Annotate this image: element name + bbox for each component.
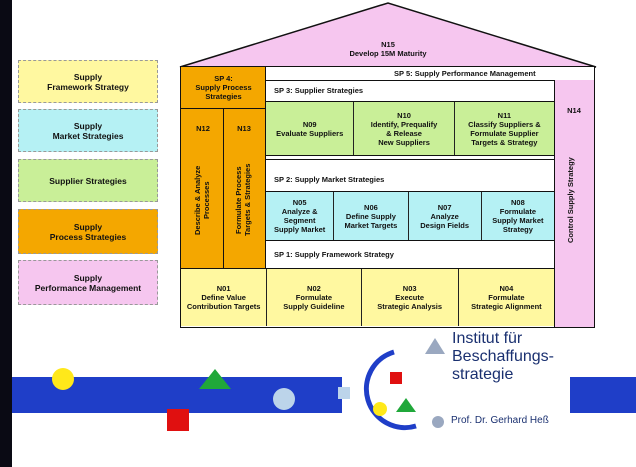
logo-line3: strategie — [452, 366, 514, 383]
legend-supplier: Supplier Strategies — [18, 159, 158, 202]
supplier-cell-n09: N09 Evaluate Suppliers — [266, 102, 355, 155]
framework-cell-n03: N03 Execute Strategic Analysis — [362, 269, 459, 326]
legend-performance: Supply Performance Management — [18, 260, 158, 305]
logo-line2: Beschaffungs- — [452, 348, 554, 365]
logo-line1: Institut für — [452, 330, 523, 347]
red-square-icon — [167, 409, 189, 431]
framework-row: N01 Define Value Contribution Targets N0… — [181, 268, 554, 326]
house-roof — [179, 2, 597, 68]
n14-label: N14 — [567, 106, 581, 115]
framework-cell-n02: N02 Formulate Supply Guideline — [267, 269, 362, 326]
logo-mark-icon — [363, 338, 445, 431]
supplier-row: N09 Evaluate Suppliers N10 Identify, Pre… — [266, 101, 554, 156]
sp5-band: SP 5: Supply Performance Management — [266, 67, 554, 80]
light-blue-square-icon — [338, 387, 350, 399]
sp4-mid-divider — [223, 108, 224, 268]
green-triangle-icon — [199, 369, 231, 389]
supplier-cell-n11: N11 Classify Suppliers & Formulate Suppl… — [468, 110, 541, 147]
sp2-label: SP 2: Supply Market Strategies — [274, 174, 385, 184]
market-cell-n05: N05 Analyze & Segment Supply Market — [266, 192, 335, 240]
market-cell-n08: N08 Formulate Supply Market Strategy — [492, 198, 544, 234]
n13-text: Formulate Process Targets & Strategies — [234, 163, 252, 237]
sp3-label: SP 3: Supplier Strategies — [274, 85, 364, 95]
legend-market: Supply Market Strategies — [18, 109, 158, 152]
blue-band-right — [570, 377, 636, 413]
roof-label: N15 Develop 15M Maturity — [349, 40, 427, 58]
legend-framework: Supply Framework Strategy — [18, 60, 158, 103]
n12-text: Describe & Analyze Processes — [193, 165, 211, 235]
n14-block — [554, 80, 594, 327]
n13-label: N13 — [237, 124, 251, 133]
sp1-band: SP 1: Supply Framework Strategy — [274, 250, 394, 259]
framework-cell-n01: N01 Define Value Contribution Targets — [181, 269, 268, 326]
logo-author: Prof. Dr. Gerhard Heß — [451, 415, 549, 426]
market-cell-n07: N07 Analyze Design Fields — [409, 192, 482, 240]
supplier-cell-n10: N10 Identify, Prequalify & Release New S… — [354, 102, 455, 155]
legend-process: Supply Process Strategies — [18, 209, 158, 254]
yellow-circle-icon — [52, 368, 74, 390]
n12-label: N12 — [196, 124, 210, 133]
market-row: N05 Analyze & Segment Supply Market N06 … — [266, 191, 554, 241]
n14-text: Control Supply Strategy — [566, 157, 575, 243]
light-blue-circle-icon — [273, 388, 295, 410]
sp4-label: SP 4: Supply Process Strategies — [195, 74, 252, 101]
framework-cell-n04: N04 Formulate Strategic Alignment — [471, 284, 542, 311]
left-border — [0, 0, 12, 467]
market-cell-n06: N06 Define Supply Market Targets — [334, 192, 409, 240]
